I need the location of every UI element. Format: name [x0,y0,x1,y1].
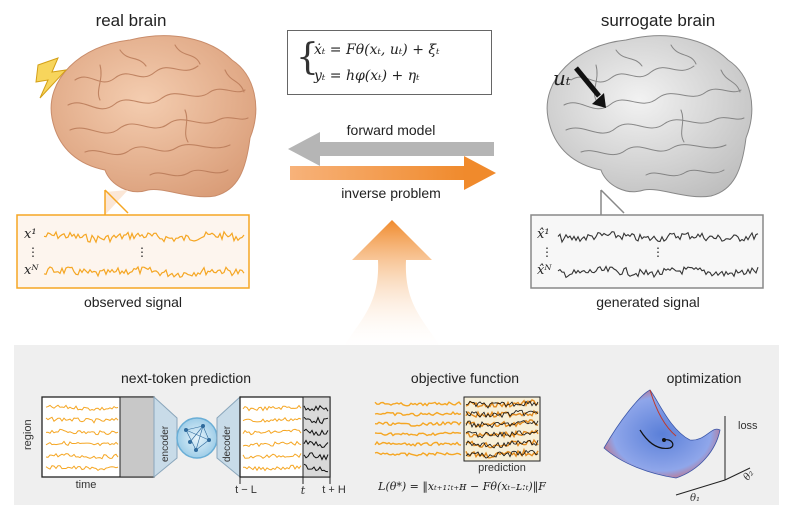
generated-row-bottom-label: x̂ᴺ [537,263,552,278]
real-brain-image [50,35,257,198]
forward-model-label: forward model [346,122,436,138]
observed-signal-traces [43,230,245,279]
equation-observation: yₜ = hφ(xₜ) + ηₜ [314,68,420,84]
observed-row-top-label: x¹ [24,227,37,242]
objective-pred-trace [465,419,539,428]
input-window [41,396,155,478]
encoder-label: encoder [160,425,171,462]
objective-trace [374,410,462,417]
output-trace [242,453,302,459]
generated-dots-mid: ⋮ [652,245,664,259]
upward-arrow [340,220,444,352]
t-plus-H-label: t + H [322,484,346,496]
time-axis-label: time [75,479,97,491]
observed-dots-left: ⋮ [27,245,39,259]
objective-target-trace [465,420,539,429]
observed-row-bottom-label: xᴺ [24,263,39,278]
input-arrow-icon [592,93,606,108]
loss-axis-label: loss [738,420,758,432]
objective-window [374,396,541,462]
objective-title: objective function [410,370,520,386]
generated-signal-box [530,189,764,289]
objective-target-trace [465,400,539,409]
output-trace [242,404,302,412]
prediction-label: prediction [478,462,526,474]
objective-target-trace [465,439,539,449]
t-minus-L-label: t − L [235,484,257,496]
surrogate-brain-group [546,35,753,198]
surrogate-brain-title: surrogate brain [600,11,716,30]
latent-network-icon [176,417,218,459]
lightning-icon [35,57,68,99]
observed-dots-mid: ⋮ [136,245,148,259]
theta1-axis-label: θ₁ [690,493,701,504]
generated-trace [557,231,759,244]
observed-signal-label: observed signal [83,294,183,310]
predicted-trace [303,404,329,412]
input-trace [45,465,119,472]
objective-target-trace [465,449,539,459]
input-trace [45,416,119,424]
objective-trace [374,431,462,437]
predicted-trace [303,416,329,425]
output-trace [242,428,302,436]
next-token-title: next-token prediction [121,370,251,386]
input-label: uₜ [553,66,571,90]
generated-signal-traces [557,231,759,279]
objective-pred-trace [465,447,539,459]
output-window [239,396,331,484]
decoder-label: decoder [222,425,233,462]
output-trace [242,464,302,472]
objective-formula: L(θ*) = ‖xₜ₊₁:ₜ₊ʜ − Fθ(xₜ₋ʟ:ₜ)‖F [378,480,546,493]
region-axis-label: region [22,419,34,450]
objective-trace [374,420,462,427]
predicted-trace [303,452,329,461]
real-brain-title: real brain [95,11,167,30]
predicted-trace [303,439,329,448]
t-label: t [300,484,306,497]
predicted-trace [303,428,329,436]
objective-pred-trace [465,438,539,449]
input-trace [45,404,119,411]
optimization-title: optimization [666,370,742,386]
generated-signal-label: generated signal [596,294,700,310]
objective-pred-trace [465,399,539,409]
objective-trace [374,451,462,457]
forward-model-arrow [288,132,494,166]
objective-target-trace [465,409,539,419]
output-trace [242,417,302,423]
inverse-problem-label: inverse problem [341,185,441,201]
output-trace [242,440,302,448]
observed-trace [43,265,245,279]
loss-landscape [603,389,751,496]
objective-target-trace [465,429,539,439]
generated-dots-left: ⋮ [541,245,553,259]
input-trace [45,428,119,436]
predicted-trace [303,463,329,473]
objective-trace [374,401,462,407]
input-trace [45,440,119,447]
real-brain-group [35,35,257,198]
generated-row-top-label: x̂¹ [537,227,550,242]
equation-brace: { [296,37,319,78]
observed-signal-box [16,189,250,289]
input-trace [45,453,119,460]
equations-box: { ẋₜ = Fθ(xₜ, uₜ) + ξₜ yₜ = hφ(xₜ) + ηₜ [287,30,492,95]
encoder-block [153,395,178,479]
objective-trace [374,440,462,447]
generated-trace [557,265,759,279]
equation-state: ẋₜ = Fθ(xₜ, uₜ) + ξₜ [314,42,440,58]
surrogate-brain-image [546,35,753,198]
inverse-problem-arrow [290,156,496,190]
observed-trace [43,230,245,244]
